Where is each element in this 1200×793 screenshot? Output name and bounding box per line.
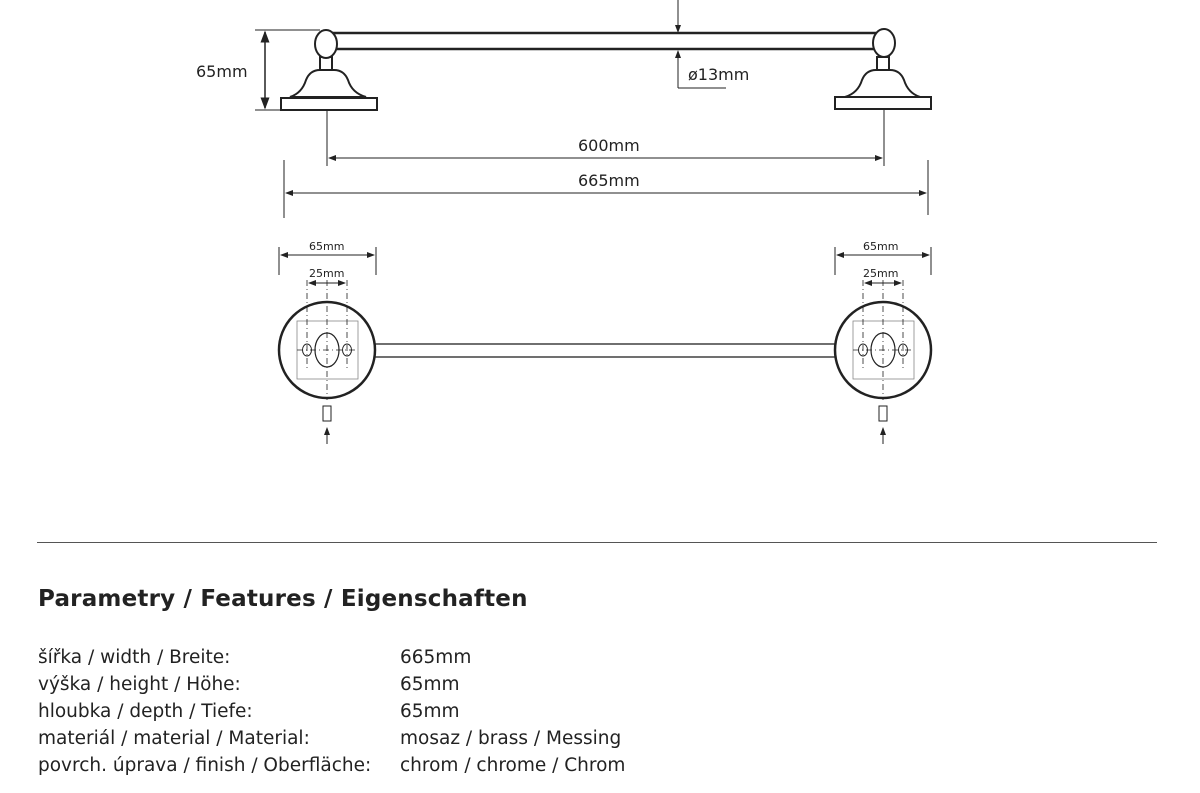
right-mount-plate (833, 247, 933, 444)
feature-value: chrom / chrome / Chrom (400, 755, 626, 776)
feature-value: mosaz / brass / Messing (400, 728, 622, 749)
technical-drawing: 65mm ø13mm 600mm 665mm (196, 0, 933, 444)
feature-row-material: materiál / material / Material: mosaz / b… (38, 728, 621, 749)
features-heading: Parametry / Features / Eigenschaften (38, 586, 528, 612)
section-divider (37, 542, 1157, 543)
feature-row-depth: hloubka / depth / Tiefe: 65mm (38, 701, 460, 722)
feature-label: povrch. úprava / finish / Oberfläche: (38, 755, 372, 776)
mount-distance-label: 600mm (578, 136, 640, 155)
feature-value: 65mm (400, 674, 460, 695)
feature-label: šířka / width / Breite: (38, 647, 231, 668)
top-view (277, 247, 933, 444)
feature-value: 65mm (400, 701, 460, 722)
right-base-width-label: 65mm (863, 240, 898, 253)
feature-row-width: šířka / width / Breite: 665mm (38, 647, 471, 668)
left-base-width-label: 65mm (309, 240, 344, 253)
diameter-dimension-label: ø13mm (688, 65, 749, 84)
set-screw-icon (878, 405, 888, 422)
feature-label: hloubka / depth / Tiefe: (38, 701, 253, 722)
set-screw-icon (322, 405, 332, 422)
feature-row-finish: povrch. úprava / finish / Oberfläche: chr… (38, 755, 625, 776)
side-view (280, 28, 932, 111)
feature-value: 665mm (400, 647, 472, 668)
left-bracket (280, 29, 378, 111)
feature-label: výška / height / Höhe: (38, 674, 241, 695)
dimension-lines (255, 0, 929, 218)
left-mount-plate (277, 247, 377, 444)
left-hole-spacing-label: 25mm (309, 267, 344, 280)
total-width-label: 665mm (578, 171, 640, 190)
height-dimension-label: 65mm (196, 62, 248, 81)
right-bracket (834, 28, 932, 110)
right-hole-spacing-label: 25mm (863, 267, 898, 280)
feature-row-height: výška / height / Höhe: 65mm (38, 674, 460, 695)
feature-label: materiál / material / Material: (38, 728, 310, 749)
